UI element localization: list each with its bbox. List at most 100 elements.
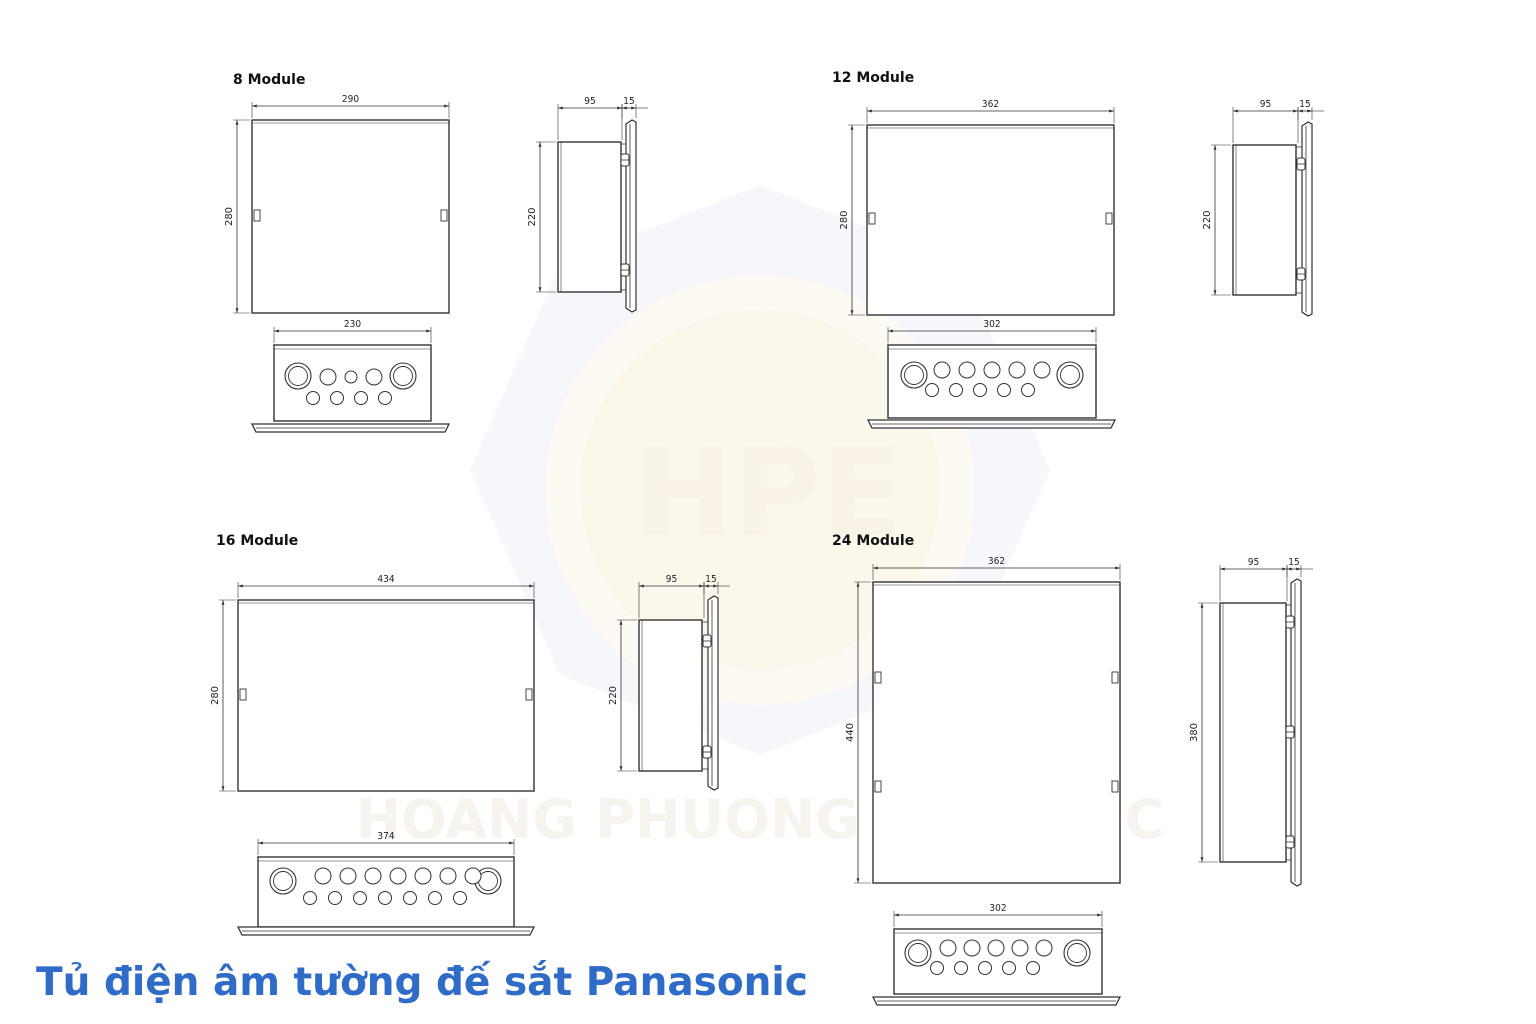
dimension-horizontal: 362 bbox=[866, 99, 1115, 123]
knockout bbox=[939, 939, 957, 957]
knockout bbox=[365, 368, 383, 386]
dimension-label: 95 bbox=[1248, 557, 1259, 568]
front-view: 290 280 bbox=[224, 94, 450, 314]
knockout-large bbox=[389, 362, 417, 390]
module-title: 24 Module bbox=[832, 533, 914, 549]
dimension-horizontal: 95 bbox=[1219, 557, 1288, 601]
hexagon-logo-icon bbox=[470, 185, 1050, 755]
dimension-label: 15 bbox=[705, 574, 716, 585]
dimension-vertical: 280 bbox=[210, 599, 236, 792]
dimension-label: 302 bbox=[989, 903, 1006, 914]
knockout-large bbox=[904, 939, 932, 967]
dimension-horizontal: 434 bbox=[237, 574, 535, 598]
dimension-horizontal: 95 bbox=[557, 96, 623, 140]
knockout-large bbox=[900, 361, 928, 389]
dimension-horizontal: 374 bbox=[257, 831, 515, 855]
dimension-horizontal: 362 bbox=[872, 556, 1121, 580]
knockout bbox=[1026, 961, 1040, 975]
knockout bbox=[978, 961, 992, 975]
clip-icon bbox=[1285, 725, 1295, 739]
knockout bbox=[1011, 939, 1029, 957]
knockout bbox=[364, 867, 382, 885]
clip-icon bbox=[1296, 267, 1306, 281]
module-title: 8 Module bbox=[233, 72, 305, 88]
bottom-view: 302 bbox=[866, 319, 1117, 429]
dimension-label: 280 bbox=[224, 207, 235, 226]
clip-icon bbox=[1285, 835, 1295, 849]
knockout bbox=[339, 867, 357, 885]
module-title: 12 Module bbox=[832, 70, 914, 86]
dimension-label: 230 bbox=[344, 319, 361, 330]
knockout bbox=[1035, 939, 1053, 957]
dimension-horizontal: 15 bbox=[1286, 557, 1302, 577]
clip-icon bbox=[702, 745, 712, 759]
dimension-vertical: 220 bbox=[608, 619, 637, 772]
knockout bbox=[983, 361, 1001, 379]
dimension-horizontal: 15 bbox=[1297, 99, 1313, 120]
dimension-label: 440 bbox=[845, 723, 856, 742]
front-view: 362 440 bbox=[845, 556, 1121, 884]
knockout bbox=[403, 891, 417, 905]
knockout bbox=[464, 867, 482, 885]
dimension-label: 15 bbox=[623, 96, 634, 107]
caption-title: Tủ điện âm tường đế sắt Panasonic bbox=[36, 960, 808, 1005]
knockout-large bbox=[1056, 361, 1084, 389]
knockout bbox=[949, 383, 963, 397]
dimension-label: 220 bbox=[1202, 210, 1213, 229]
knockout bbox=[319, 368, 337, 386]
knockout bbox=[306, 391, 320, 405]
clip-icon bbox=[1285, 615, 1295, 629]
knockout bbox=[330, 391, 344, 405]
dimension-vertical: 280 bbox=[224, 119, 250, 314]
dimension-vertical: 220 bbox=[1202, 144, 1231, 296]
clip-icon bbox=[702, 634, 712, 648]
knockout bbox=[1033, 361, 1051, 379]
knockout bbox=[987, 939, 1005, 957]
dimension-vertical: 280 bbox=[839, 124, 865, 316]
knockout bbox=[428, 891, 442, 905]
dimension-horizontal: 290 bbox=[251, 94, 450, 118]
clip-icon bbox=[620, 263, 630, 277]
knockout bbox=[439, 867, 457, 885]
dimension-label: 15 bbox=[1299, 99, 1310, 110]
watermark-mark: HPE bbox=[633, 425, 903, 564]
dimension-horizontal: 95 bbox=[1232, 99, 1299, 143]
dimension-label: 434 bbox=[377, 574, 394, 585]
front-view: 362 280 bbox=[839, 99, 1115, 316]
module-24: 24 Module 362 440 95 15 380 302 bbox=[832, 533, 1313, 1006]
bottom-view: 230 bbox=[250, 319, 451, 433]
knockout bbox=[328, 891, 342, 905]
knockout-large bbox=[284, 362, 312, 390]
front-view: 434 280 bbox=[210, 574, 535, 792]
bottom-view: 374 bbox=[236, 831, 536, 936]
clip-icon bbox=[620, 153, 630, 167]
knockout bbox=[389, 867, 407, 885]
knockout bbox=[303, 891, 317, 905]
dimension-label: 374 bbox=[377, 831, 394, 842]
dimension-label: 302 bbox=[983, 319, 1000, 330]
dimension-vertical: 220 bbox=[527, 141, 556, 293]
side-view: 95 15 380 bbox=[1189, 557, 1313, 887]
knockout bbox=[314, 867, 332, 885]
knockout bbox=[354, 391, 368, 405]
knockout bbox=[344, 370, 358, 384]
dimension-horizontal: 15 bbox=[621, 96, 637, 118]
dimension-horizontal: 302 bbox=[893, 903, 1103, 927]
knockout bbox=[925, 383, 939, 397]
knockout bbox=[973, 383, 987, 397]
knockout-large bbox=[474, 867, 502, 895]
dimension-label: 290 bbox=[342, 94, 359, 105]
knockout bbox=[954, 961, 968, 975]
dimension-label: 362 bbox=[982, 99, 999, 110]
knockout-large bbox=[269, 867, 297, 895]
dimension-label: 362 bbox=[988, 556, 1005, 567]
dimension-horizontal: 15 bbox=[703, 574, 719, 594]
dimension-vertical: 380 bbox=[1189, 602, 1218, 863]
dimension-label: 15 bbox=[1288, 557, 1299, 568]
knockout bbox=[1002, 961, 1016, 975]
